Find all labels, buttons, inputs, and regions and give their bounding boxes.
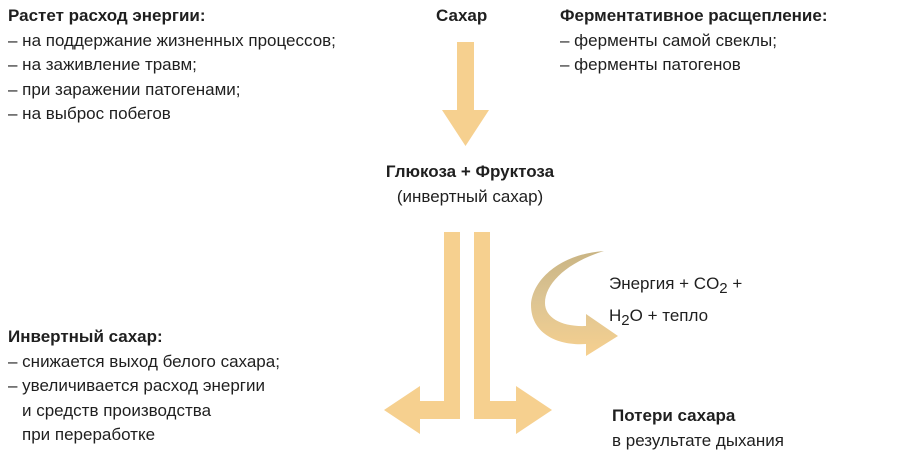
invert-sugar-item: и средств производства [22, 400, 212, 420]
sugar-losses-heading: Потери сахара [612, 406, 736, 425]
split-left-arrow [384, 232, 460, 434]
glucose-fructose-title: Глюкоза + Фруктоза [385, 162, 555, 181]
respiration-products-line2: H2O + тепло [609, 306, 709, 329]
enzymatic-heading: Ферментативное расщепление: [560, 6, 828, 25]
energy-use-heading: Растет расход энергии: [8, 6, 206, 25]
respiration-curve-arrow [531, 251, 618, 356]
glucose-fructose-block: Глюкоза + Фруктоза (инвертный сахар) [350, 160, 590, 209]
enzymatic-item: – ферменты патогенов [560, 55, 741, 74]
energy-use-item: – при заражении патогенами; [8, 79, 241, 99]
invert-sugar-item: – увеличивается расход энергии [8, 376, 265, 395]
respiration-products-block: Энергия + CO2 + H2O + тепло [609, 270, 742, 334]
sugar-losses-subtitle: в результате дыхания [612, 430, 784, 450]
enzymatic-block: Ферментативное расщепление: – ферменты с… [560, 4, 827, 78]
energy-use-item: – на выброс побегов [8, 104, 171, 123]
energy-use-item: – на заживление травм; [8, 55, 197, 74]
sugar-down-arrow [442, 42, 489, 146]
enzymatic-item: – ферменты самой свеклы; [560, 30, 777, 50]
invert-sugar-item: – снижается выход белого сахара; [8, 351, 280, 371]
energy-use-item: – на поддержание жизненных процессов; [8, 30, 336, 50]
split-right-arrow [474, 232, 552, 434]
invert-sugar-heading: Инвертный сахар: [8, 327, 163, 346]
invert-sugar-block: Инвертный сахар: – снижается выход белог… [8, 325, 280, 448]
energy-use-block: Растет расход энергии: – на поддержание … [8, 4, 336, 127]
sugar-label: Сахар [436, 6, 488, 25]
glucose-fructose-subtitle: (инвертный сахар) [396, 186, 544, 206]
invert-sugar-item: при переработке [22, 425, 156, 444]
respiration-products-line1: Энергия + CO2 + [609, 274, 743, 297]
sugar-losses-block: Потери сахара в результате дыхания [612, 404, 784, 453]
